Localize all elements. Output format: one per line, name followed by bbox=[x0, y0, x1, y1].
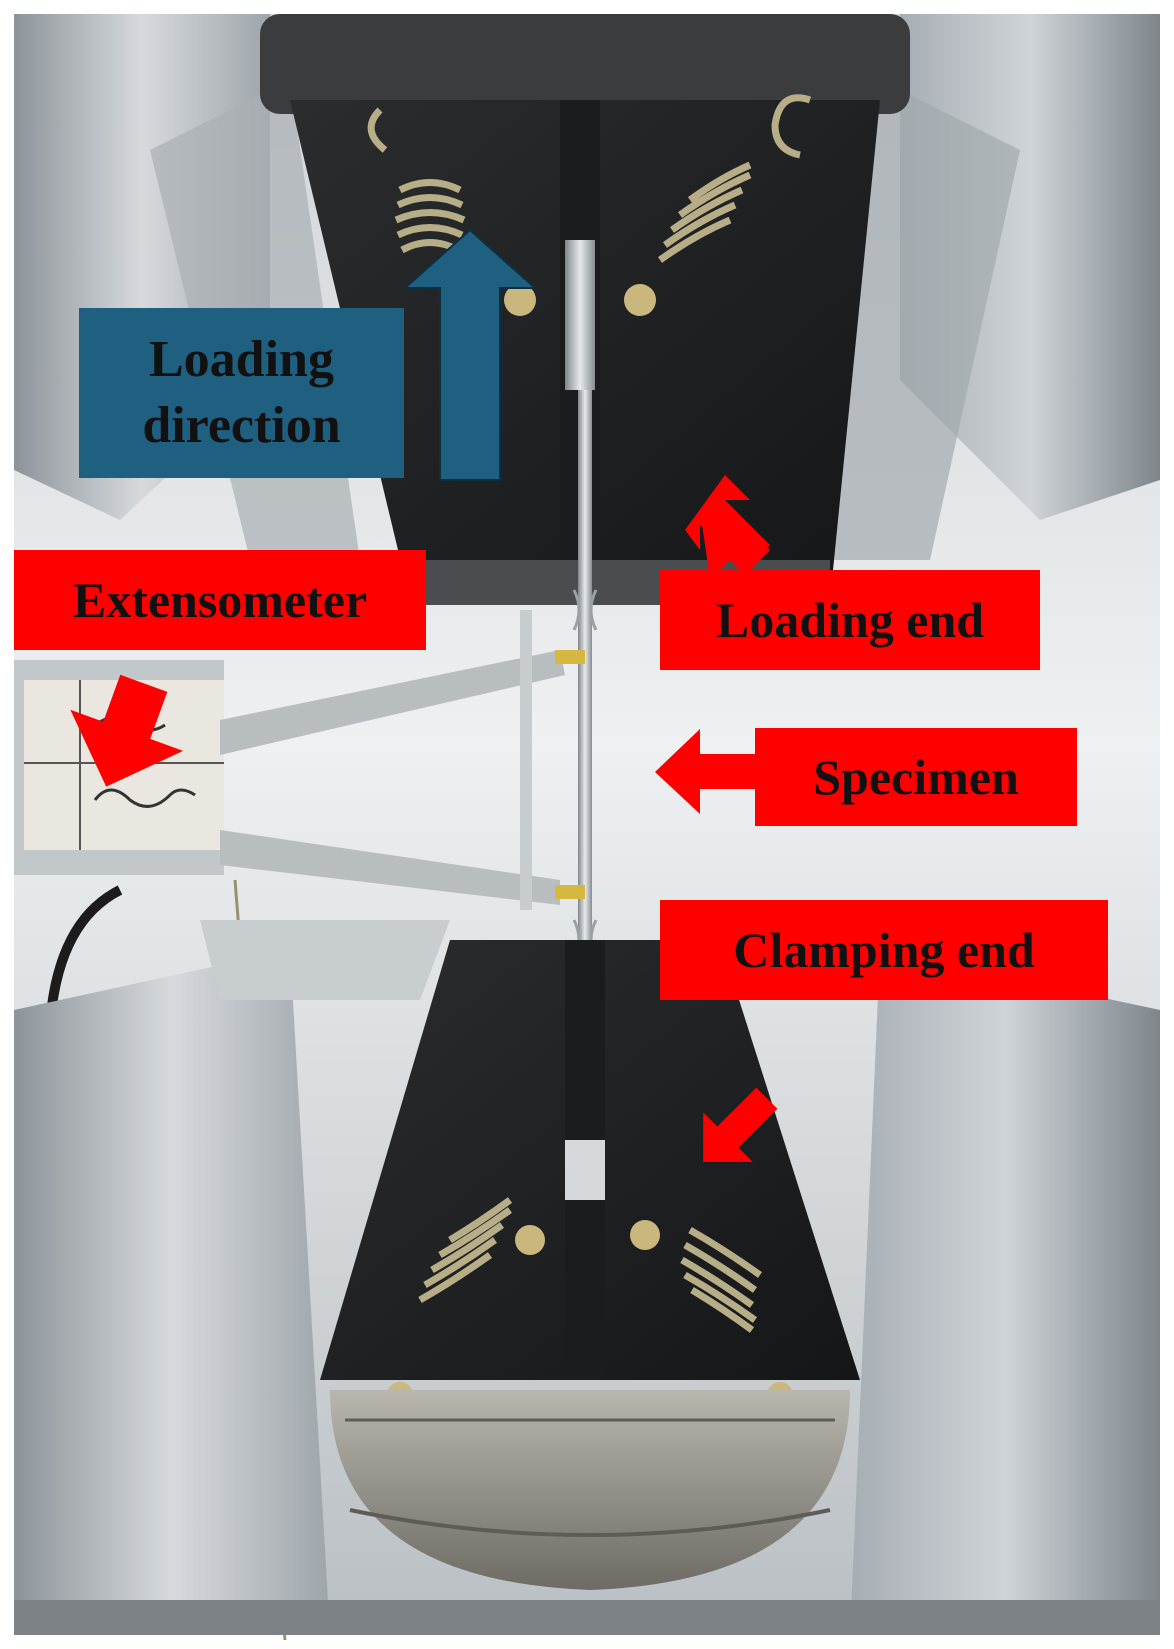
extensometer-label: Extensometer bbox=[14, 550, 426, 650]
loading-direction-line2: direction bbox=[142, 397, 341, 454]
loading-end-label: Loading end bbox=[660, 570, 1040, 670]
loading-direction-line1: Loading bbox=[149, 331, 334, 388]
clamping-end-label: Clamping end bbox=[660, 900, 1108, 1000]
specimen-label: Specimen bbox=[755, 728, 1077, 826]
loading-direction-label: Loading direction bbox=[79, 308, 404, 478]
